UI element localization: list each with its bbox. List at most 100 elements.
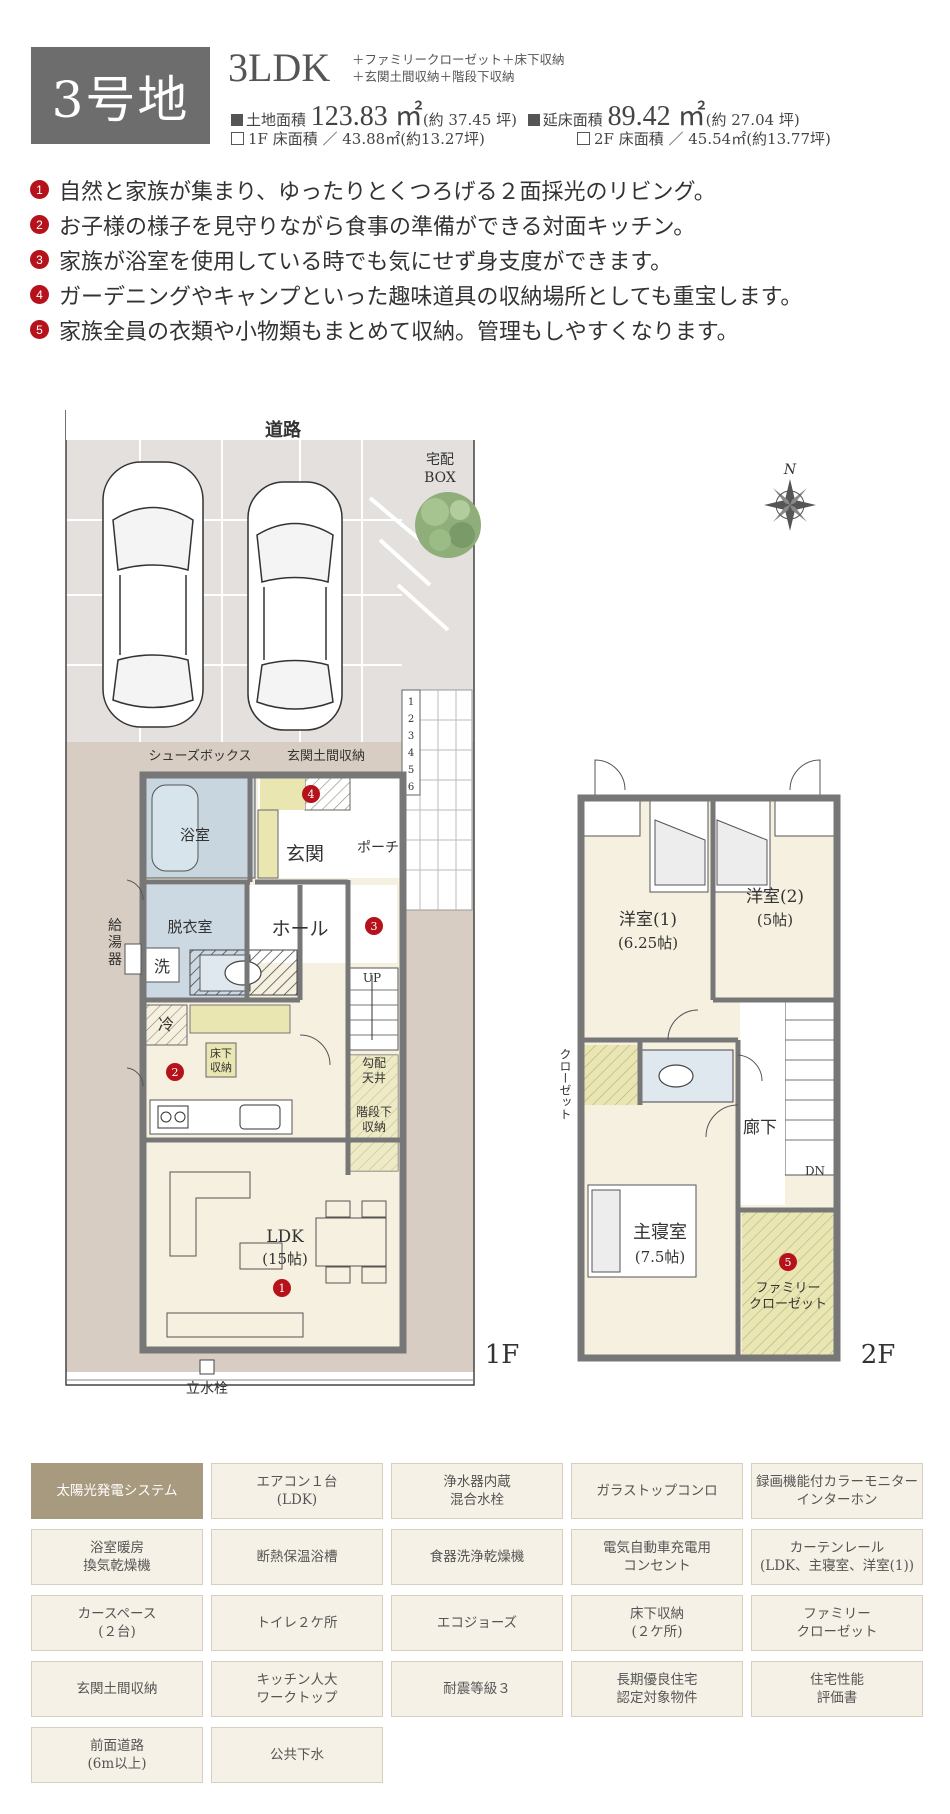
water-heater-label: 給湯器 xyxy=(108,918,122,968)
step-number: 6 xyxy=(408,782,414,793)
feature-number: 4 xyxy=(30,285,49,304)
equipment-item: 食器洗浄乾燥機 xyxy=(391,1529,563,1585)
family-closet-label: ファミリー xyxy=(755,1281,820,1296)
porch-area xyxy=(350,778,400,878)
plan-options: ＋ファミリークローゼット＋床下収納 ＋玄関土間収納＋階段下収納 xyxy=(352,51,565,85)
feature-text: お子様の様子を見守りながら食事の準備ができる対面キッチン。 xyxy=(59,214,696,240)
land-area-label: 土地面積 xyxy=(246,111,307,129)
marker-2: 2 xyxy=(166,1063,184,1081)
floor-storage-label-2: 収納 xyxy=(210,1061,232,1074)
house-2f: 洋室(1) (6.25帖) 洋室(2) (5帖) 廊下 DN 主寝室 (7.5帖… xyxy=(558,759,896,1370)
equipment-item: エコジョーズ xyxy=(391,1595,563,1651)
equipment-item: 録画機能付カラーモニター インターホン xyxy=(751,1463,923,1519)
stairs-up-label: UP xyxy=(363,971,381,985)
equipment-item: ファミリー クローゼット xyxy=(751,1595,923,1651)
car-icon xyxy=(102,461,204,728)
faucet-label: 立水栓 xyxy=(186,1381,228,1397)
equipment-item: カーテンレール (LDK、主寝室、洋室(1)) xyxy=(751,1529,923,1585)
step-number: 1 xyxy=(408,697,414,708)
feature-item: 4 ガーデニングやキャンプといった趣味道具の収納場所としても重宝します。 xyxy=(30,277,802,312)
porch-label: ポーチ xyxy=(357,840,399,856)
equipment-item: 前面道路 (6m以上) xyxy=(31,1727,203,1783)
feature-item: 1 自然と家族が集まり、ゆったりとくつろげる２面採光のリビング。 xyxy=(30,172,802,207)
tree-icon xyxy=(415,492,481,558)
square-bullet-icon xyxy=(231,114,243,126)
delivery-box-label: 宅配 xyxy=(426,452,454,468)
equipment-item: 太陽光発電システム xyxy=(31,1463,203,1519)
feature-item: 2 お子様の様子を見守りながら食事の準備ができる対面キッチン。 xyxy=(30,207,802,242)
land-area-tsubo: (約 37.45 坪) xyxy=(422,111,517,129)
square-outline-icon xyxy=(577,132,590,145)
equipment-item: 床下収納 (２ケ所) xyxy=(571,1595,743,1651)
f2-area-text: 2F 床面積 ／ 45.54㎡(約13.77坪) xyxy=(594,130,831,148)
room1-label: 洋室(1) xyxy=(619,910,677,930)
area-row-main: 土地面積 123.83 ㎡(約 37.45 坪) 延床面積 89.42 ㎡(約 … xyxy=(231,94,800,134)
stairs-down-label: DN xyxy=(805,1164,825,1178)
marker-number: 4 xyxy=(308,788,315,801)
family-closet-label-2: クローゼット xyxy=(749,1297,827,1312)
floor-area-value: 89.42 ㎡ xyxy=(607,101,706,132)
hall-label: ホール xyxy=(271,918,328,940)
marker-number: 2 xyxy=(172,1066,179,1079)
floor-2f-label: 2F xyxy=(861,1340,896,1370)
floor-1f-label: 1F xyxy=(485,1340,520,1370)
feature-text: 自然と家族が集まり、ゆったりとくつろげる２面採光のリビング。 xyxy=(59,179,716,205)
house-1f: 給湯器 立水栓 シューズボックス 玄関土間収納 浴室 玄関 ポーチ 脱衣室 ホー… xyxy=(108,748,519,1397)
marker-number: 1 xyxy=(279,1282,286,1295)
feature-number: 2 xyxy=(30,215,49,234)
options-line-1: ＋ファミリークローゼット＋床下収納 xyxy=(352,52,565,67)
lot-number-badge: 3号地 xyxy=(31,47,210,144)
water-heater-char: 器 xyxy=(108,952,122,968)
under-stairs-label-2: 収納 xyxy=(362,1120,386,1134)
equipment-item: 公共下水 xyxy=(211,1727,383,1783)
equipment-item: エアコン１台 (LDK) xyxy=(211,1463,383,1519)
water-heater-char: 給 xyxy=(108,918,122,934)
room1-size-label: (6.25帖) xyxy=(618,934,678,952)
floor-area-label: 延床面積 xyxy=(542,111,603,129)
feature-text: ガーデニングやキャンプといった趣味道具の収納場所としても重宝します。 xyxy=(59,284,803,310)
master-bedroom-label: 主寝室 xyxy=(633,1222,687,1243)
land-area-value: 123.83 ㎡ xyxy=(310,101,423,132)
compass-north-label: N xyxy=(783,462,797,478)
washer-label: 洗 xyxy=(154,957,170,976)
floor-storage-label: 床下 xyxy=(210,1046,232,1060)
f1-area-text: 1F 床面積 ／ 43.88㎡(約13.27坪) xyxy=(248,130,485,148)
feature-number: 1 xyxy=(30,180,49,199)
under-stairs-label: 階段下 xyxy=(356,1104,392,1119)
equipment-item: ガラストップコンロ xyxy=(571,1463,743,1519)
equipment-item: カースペース (２台) xyxy=(31,1595,203,1651)
feature-number: 3 xyxy=(30,250,49,269)
entry-storage-label: 玄関土間収納 xyxy=(287,749,365,764)
feature-list: 1 自然と家族が集まり、ゆったりとくつろげる２面採光のリビング。 2 お子様の様子を… xyxy=(30,172,802,347)
car-icon xyxy=(247,481,343,731)
marker-3: 3 xyxy=(365,917,383,935)
equipment-item: 住宅性能 評価書 xyxy=(751,1661,923,1717)
equipment-item: 浴室暖房 換気乾燥機 xyxy=(31,1529,203,1585)
equipment-item: 玄関土間収納 xyxy=(31,1661,203,1717)
shoe-box-label: シューズボックス xyxy=(149,748,252,764)
equipment-item: キッチン人大 ワークトップ xyxy=(211,1661,383,1717)
floor-area-tsubo: (約 27.04 坪) xyxy=(705,111,800,129)
delivery-box-label-2: BOX xyxy=(424,470,456,486)
equipment-item: 浄水器内蔵 混合水栓 xyxy=(391,1463,563,1519)
road-band xyxy=(66,410,474,440)
dressing-room-label: 脱衣室 xyxy=(167,918,212,936)
slope-ceiling-label: 勾配 xyxy=(362,1056,386,1070)
fridge-label: 冷 xyxy=(158,1015,174,1034)
equipment-item: 耐震等級３ xyxy=(391,1661,563,1717)
hallway-label: 廊下 xyxy=(743,1118,777,1138)
step-number: 3 xyxy=(408,731,414,742)
f1-area: 1F 床面積 ／ 43.88㎡(約13.27坪) xyxy=(231,128,485,149)
road-label: 道路 xyxy=(265,419,302,441)
marker-number: 5 xyxy=(785,1256,792,1269)
ldk-label: LDK xyxy=(266,1227,304,1247)
step-number: 2 xyxy=(408,714,414,725)
room2-size-label: (5帖) xyxy=(757,911,793,929)
options-line-2: ＋玄関土間収納＋階段下収納 xyxy=(352,69,515,84)
slope-ceiling-label-2: 天井 xyxy=(362,1071,386,1085)
water-heater-char: 湯 xyxy=(108,934,122,951)
marker-number: 3 xyxy=(371,920,378,933)
f2-area: 2F 床面積 ／ 45.54㎡(約13.77坪) xyxy=(577,128,831,149)
